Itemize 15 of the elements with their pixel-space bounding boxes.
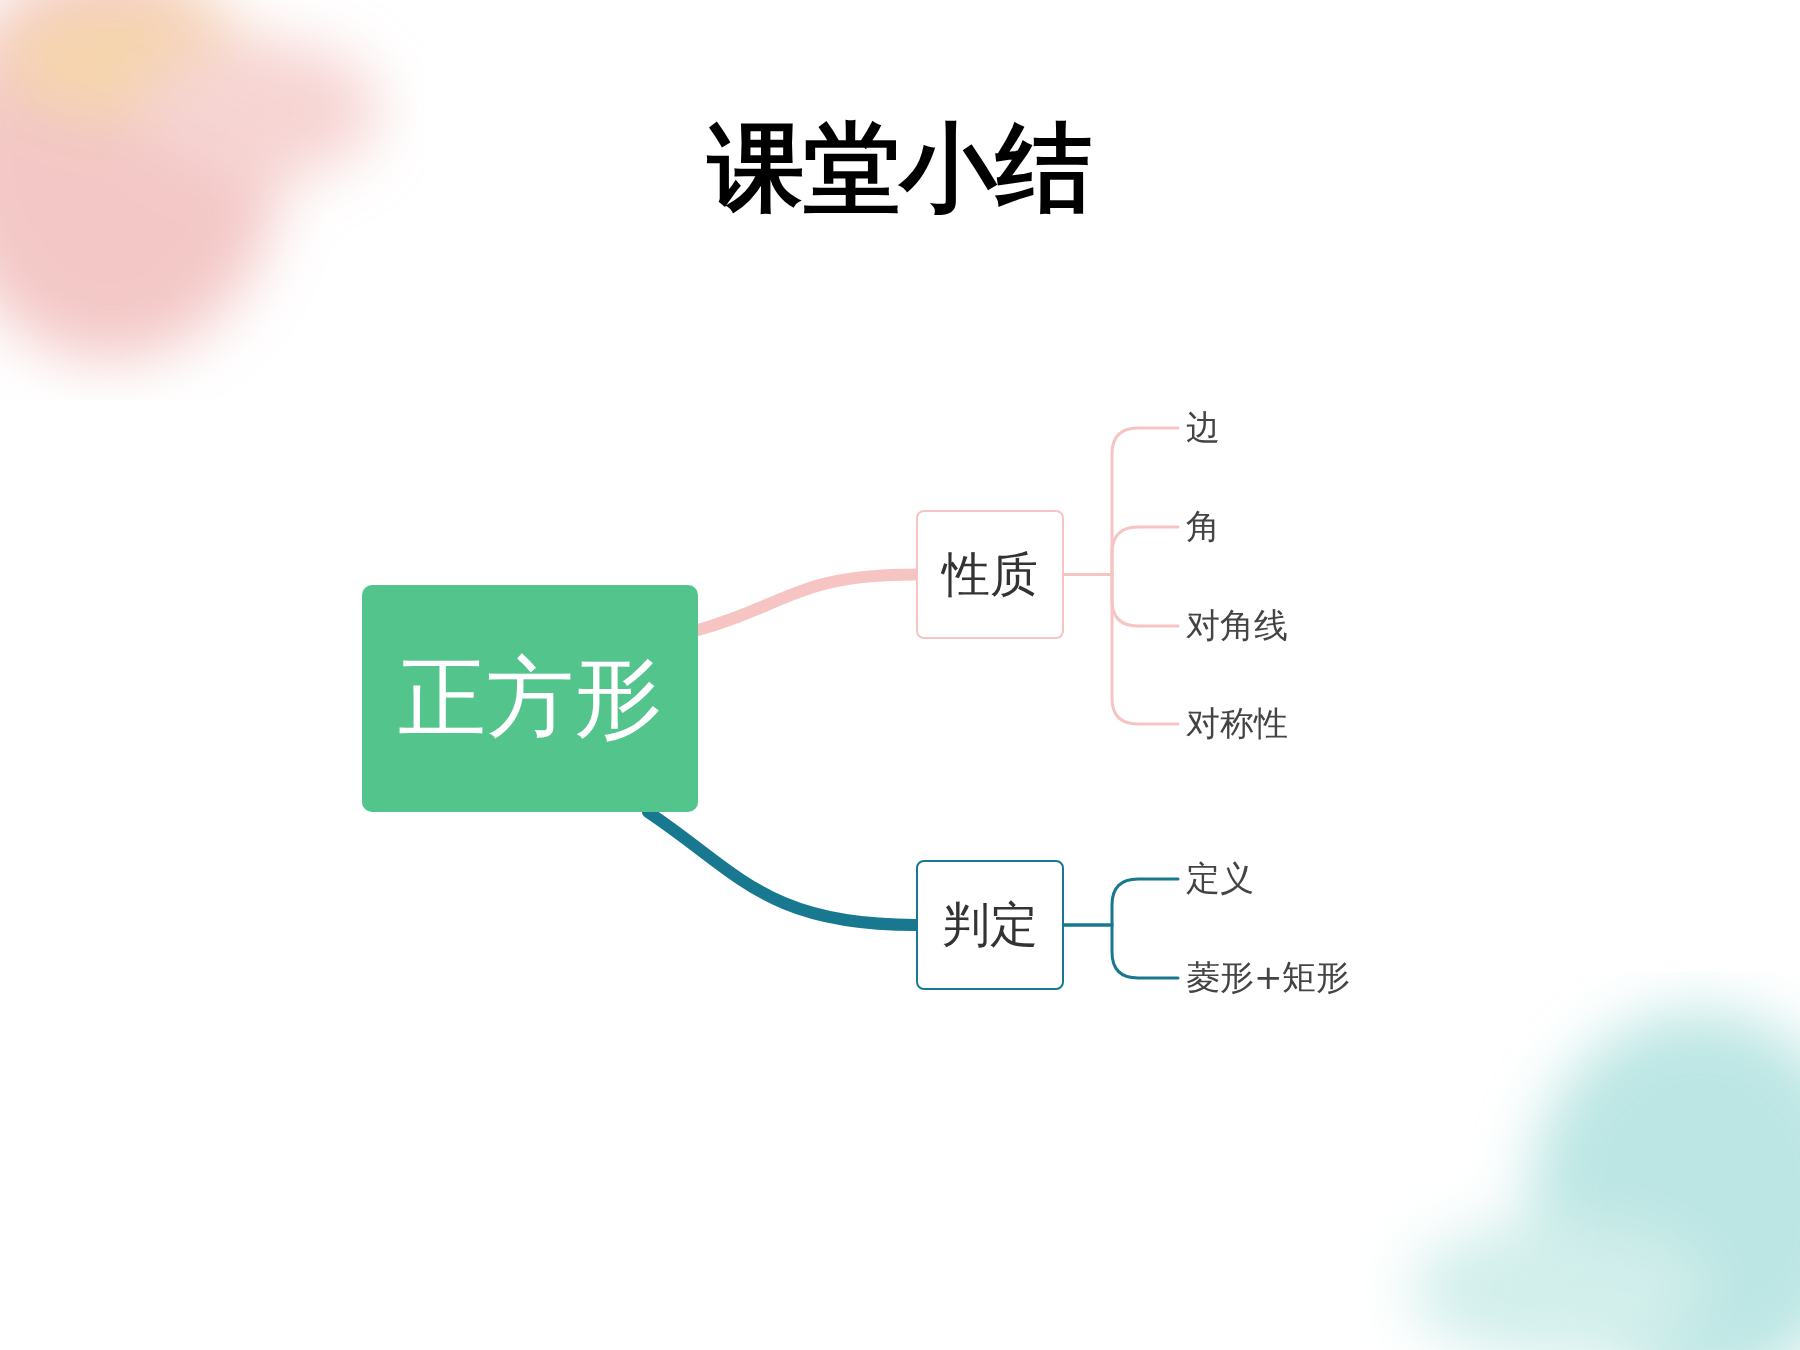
title: 课堂小结 bbox=[708, 112, 1092, 224]
bracket-line bbox=[1062, 573, 1180, 726]
subtopic-text: 对角线 bbox=[1186, 604, 1288, 647]
topic-box bbox=[916, 860, 1064, 990]
topic-text: 判定 bbox=[942, 895, 1038, 954]
topic-box bbox=[916, 510, 1064, 639]
subtopic-text: 角 bbox=[1186, 505, 1220, 548]
root-topic-box bbox=[362, 585, 698, 812]
subtopic-text: 对称性 bbox=[1186, 702, 1288, 745]
bracket-line bbox=[1062, 923, 1180, 980]
subtopic-text: 边 bbox=[1186, 406, 1220, 449]
topic-text: 性质 bbox=[942, 544, 1038, 604]
subtopic-text: 菱形+矩形 bbox=[1186, 956, 1351, 999]
subtopic-text: 定义 bbox=[1186, 857, 1254, 900]
topic-text: 正方形 bbox=[398, 645, 662, 751]
